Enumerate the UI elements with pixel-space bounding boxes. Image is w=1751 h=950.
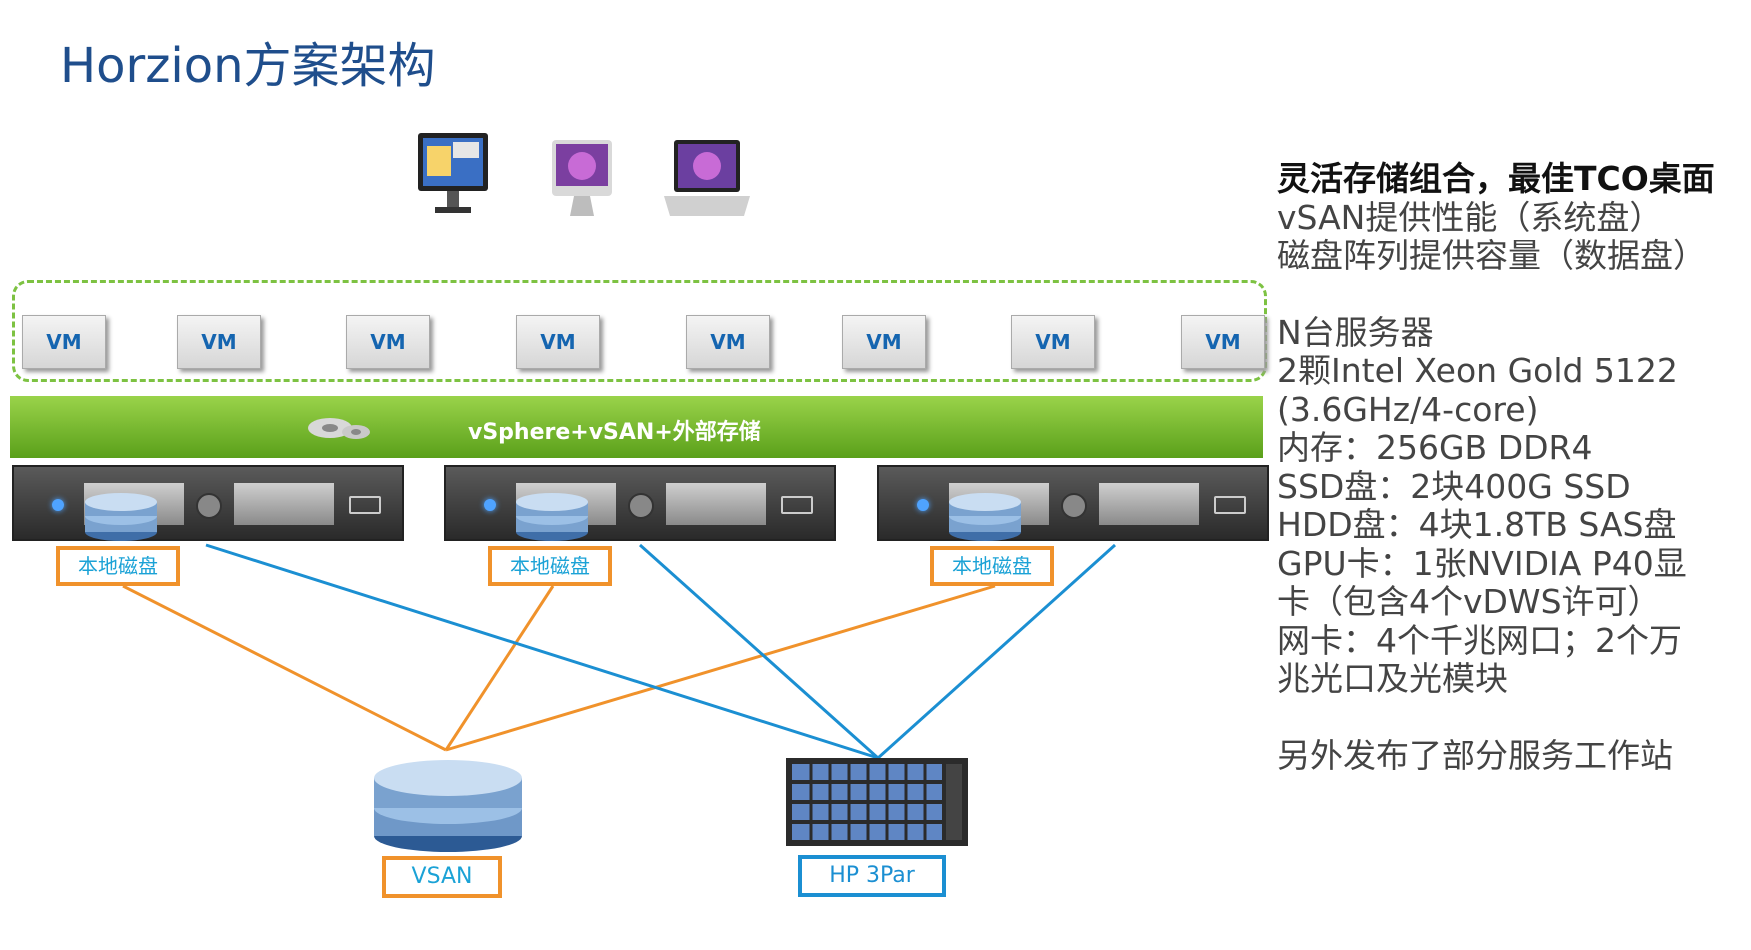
spec-line: 2颗Intel Xeon Gold 5122	[1277, 351, 1678, 390]
laptop-icon	[664, 140, 750, 216]
storage-array-icon	[786, 758, 968, 846]
local-disk-icon	[949, 493, 1021, 541]
storage-label: HP 3Par	[798, 855, 946, 897]
page-title: Horzion方案架构	[60, 38, 436, 94]
vm-box: VM	[1011, 315, 1095, 369]
spec-line: N台服务器	[1277, 312, 1434, 352]
spec-heading: 灵活存储组合，最佳TCO桌面	[1277, 159, 1715, 198]
vm-box: VM	[346, 315, 430, 369]
spec-line: vSAN提供性能（系统盘）	[1277, 197, 1663, 237]
vm-box: VM	[1181, 315, 1265, 369]
local-disk-icon	[516, 493, 588, 541]
local-disk-label: 本地磁盘	[56, 546, 180, 586]
spec-line: 磁盘阵列提供容量（数据盘）	[1277, 236, 1706, 275]
vsan-label: VSAN	[382, 856, 502, 898]
spec-footer: 另外发布了部分服务工作站	[1277, 735, 1673, 775]
platform-label: vSphere+vSAN+外部存储	[468, 420, 761, 445]
spec-line: HDD盘：4块1.8TB SAS盘	[1277, 505, 1677, 544]
spec-line: 卡（包含4个vDWS许可）	[1277, 582, 1661, 621]
desktop-monitor-icon	[418, 133, 488, 213]
imac-icon	[552, 140, 612, 216]
vm-box: VM	[22, 315, 106, 369]
server	[444, 465, 836, 541]
vm-box: VM	[686, 315, 770, 369]
local-disk-label: 本地磁盘	[488, 546, 612, 586]
gear-icon	[308, 418, 370, 439]
spec-line: 兆光口及光模块	[1277, 659, 1508, 698]
server	[877, 465, 1269, 541]
vm-box: VM	[177, 315, 261, 369]
spec-panel: 灵活存储组合，最佳TCO桌面 vSAN提供性能（系统盘） 磁盘阵列提供容量（数据…	[1277, 159, 1747, 775]
spec-line: GPU卡：1张NVIDIA P40显	[1277, 543, 1687, 583]
spec-line: SSD盘：2块400G SSD	[1277, 466, 1631, 506]
vsphere-platform-bar	[10, 396, 1263, 458]
vsan-datastore-icon	[374, 760, 522, 852]
vm-box: VM	[516, 315, 600, 369]
spec-line: 网卡：4个千兆网口；2个万	[1277, 620, 1682, 660]
spec-line: 内存：256GB DDR4	[1277, 428, 1593, 467]
local-disk-label: 本地磁盘	[930, 546, 1054, 586]
spec-line: (3.6GHz/4-core)	[1277, 389, 1539, 429]
vm-box: VM	[842, 315, 926, 369]
vm-group	[12, 280, 1267, 382]
local-disk-icon	[85, 493, 157, 541]
